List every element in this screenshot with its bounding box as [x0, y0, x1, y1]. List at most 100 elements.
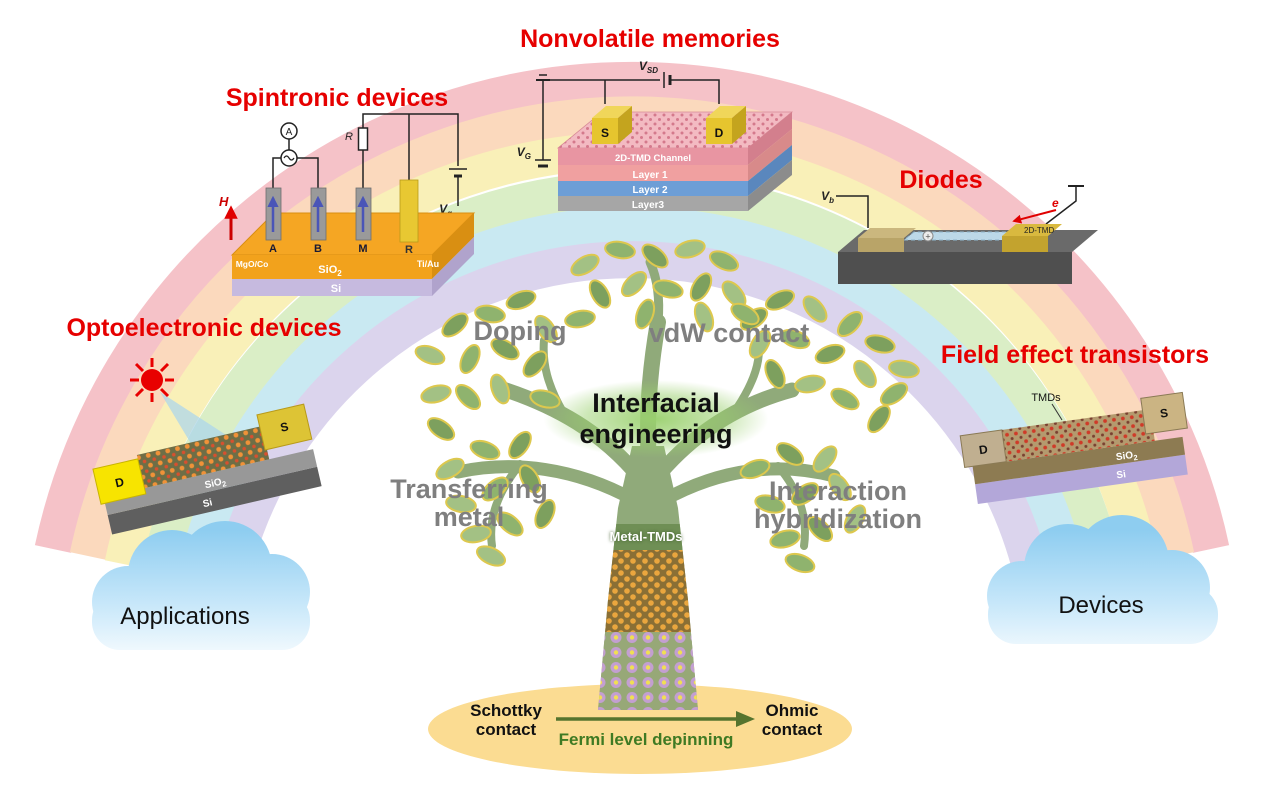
schottky-contact-label: Schottky contact: [470, 701, 542, 739]
sun-icon: [130, 358, 174, 402]
drain-electrode-side: [732, 106, 746, 144]
leaf-icon: [693, 301, 715, 333]
spintronic-sio2-label: SiO2: [318, 264, 342, 278]
diode-tmd-label: 2D-TMD: [1024, 226, 1054, 235]
memory-device-schematic: VG VSD S D 2D-TMD Channel Layer 1 Layer …: [517, 59, 794, 211]
fermi-level-depinning-label: Fermi level depinning: [558, 730, 734, 749]
opto-si-label: Si: [202, 497, 214, 510]
channel-side: [748, 112, 792, 165]
leaf-icon: [475, 545, 507, 567]
ti-au-label: Ti/Au: [417, 259, 439, 269]
leaf-icon: [496, 511, 524, 537]
cloud-left: [92, 521, 310, 650]
diode-right-electrode-top: [1002, 224, 1062, 236]
fermi-arrowhead-icon: [736, 711, 755, 727]
electrode-r-label: R: [405, 244, 413, 256]
diode-left-electrode: [858, 238, 904, 252]
resistor-icon: [357, 127, 369, 151]
heading-nonvolatile-memories: Nonvolatile memories: [520, 25, 780, 53]
leaf-icon: [426, 417, 456, 441]
opto-device-schematic: D S SiO2 Si: [92, 358, 322, 535]
electron-label: e: [1052, 196, 1059, 210]
spintronic-circuit-wires: [272, 113, 467, 206]
drain-electrode: [706, 118, 732, 144]
spintronic-sio2-side: [432, 213, 474, 279]
leaf-icon: [879, 382, 909, 406]
h-field-label: H: [219, 194, 229, 209]
leaf-icon: [445, 494, 477, 514]
leaf-icon: [652, 279, 684, 299]
leaf-icon: [853, 359, 877, 389]
resistor-label: R: [345, 131, 353, 143]
leaf-icon: [641, 243, 669, 269]
channel-front: [558, 148, 748, 165]
ammeter-label: A: [286, 127, 293, 138]
leaf-icon: [420, 384, 452, 404]
rainbow-band-cyan: [175, 206, 1089, 583]
fet-si-layer: [975, 454, 1188, 504]
cloud-label-devices: Devices: [1058, 592, 1144, 619]
leaf-icon: [764, 289, 796, 311]
vb-label: Vb: [821, 189, 834, 205]
layer2-side: [748, 145, 792, 196]
leaf-icon: [620, 270, 648, 298]
transferring-line1: Transferring: [390, 474, 548, 504]
interaction-line2: hybridization: [754, 504, 922, 534]
fet-sio2-layer: [972, 436, 1186, 485]
leaf-icon: [570, 253, 600, 277]
schottky-line1: Schottky: [470, 701, 542, 720]
leaf-icon: [459, 343, 481, 375]
ohmic-line2: contact: [761, 720, 823, 739]
layer3-front: [558, 196, 748, 211]
leaf-icon: [739, 458, 771, 480]
fet-source-label: S: [1159, 406, 1169, 421]
vsd-label: VSD: [639, 59, 658, 75]
leaf-icon: [441, 312, 469, 338]
metal-atoms-lattice: [598, 550, 698, 632]
tree: [414, 239, 920, 774]
opto-si-layer: [107, 466, 322, 535]
source-electrode-side: [618, 106, 632, 144]
tmd-atoms-lattice: [598, 632, 698, 710]
cloud-right: [987, 515, 1218, 644]
heading-field-effect-transistors: Field effect transistors: [940, 341, 1210, 369]
leaf-icon: [769, 529, 801, 549]
trunk-interface-region: [598, 524, 698, 710]
electron-arrow-icon: [1012, 209, 1057, 224]
heading-spintronic-devices: Spintronic devices: [225, 84, 449, 112]
leaf-icon: [508, 430, 532, 460]
leaf-icon: [812, 445, 838, 473]
leaf-icon: [634, 298, 656, 330]
leaf-icon: [794, 374, 826, 394]
leaf-icon: [534, 314, 558, 344]
leaf-icon: [489, 373, 511, 405]
leaf-icon: [490, 337, 520, 361]
interfacial-line1: Interfacial: [592, 388, 720, 418]
layer2-label: Layer 2: [632, 185, 667, 196]
source-electrode: [592, 118, 618, 144]
ammeter-icon: [280, 122, 298, 140]
cloud-label-applications: Applications: [120, 603, 250, 630]
leaf-icon: [888, 359, 920, 379]
leaf-icon: [588, 279, 612, 309]
fet-drain-electrode: [959, 429, 1007, 469]
tree-label-interfacial-engineering: Interfacial engineering: [543, 380, 769, 458]
leaf-icon: [604, 240, 636, 260]
electrode-m-label: M: [358, 243, 367, 255]
leaf-icon: [748, 329, 772, 359]
opto-sio2-layer: [103, 449, 318, 516]
interaction-line1: Interaction: [768, 476, 908, 506]
fet-channel-lattice: [999, 409, 1155, 462]
leaf-icon: [843, 504, 867, 534]
leaf-icon: [764, 358, 786, 390]
leaf-icon: [414, 344, 446, 366]
leaf-icon: [674, 239, 706, 259]
fet-device-schematic: D S SiO2 Si TMDs: [959, 391, 1188, 504]
ohmic-line1: Ohmic: [765, 701, 819, 720]
leaf-icon: [784, 552, 816, 574]
opto-channel-lattice: [136, 426, 270, 489]
memory-source-label: S: [601, 126, 609, 140]
leaf-icon: [460, 524, 492, 544]
memory-drain-label: D: [715, 126, 724, 140]
